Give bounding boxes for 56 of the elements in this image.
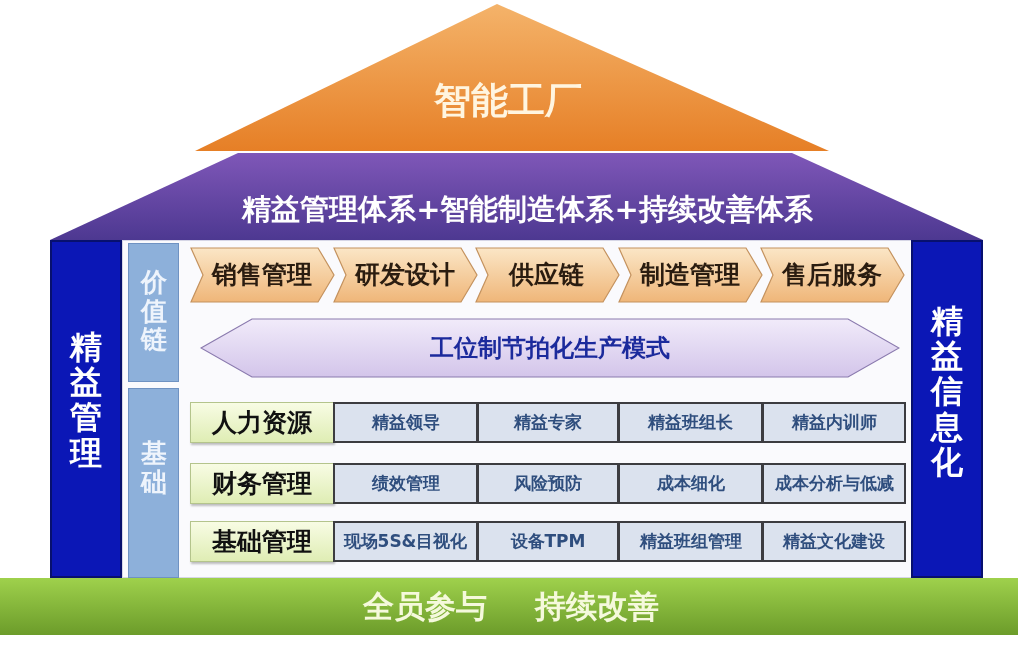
- row-header-label: 财务管理: [212, 468, 312, 499]
- table-cell: [618, 463, 763, 504]
- step-label: 供应链: [509, 260, 584, 290]
- table-cell: [762, 521, 906, 562]
- cell-label: 现场5S&目视化: [343, 531, 468, 552]
- category-label: 基础: [140, 439, 167, 497]
- cell-label: 成本细化: [656, 473, 725, 494]
- step-label: 售后服务: [781, 260, 882, 290]
- row-header: [190, 402, 334, 443]
- step-label: 研发设计: [354, 260, 455, 290]
- step-label: 销售管理: [211, 260, 312, 290]
- double-arrow-band: [200, 318, 900, 378]
- table-cell: [333, 463, 478, 504]
- cell-label: 精益领导: [371, 412, 440, 433]
- cell-label: 精益文化建设: [783, 531, 885, 552]
- base-band: [0, 578, 1018, 635]
- row-header: [190, 521, 334, 562]
- table-cell: [477, 402, 619, 443]
- category-column: [128, 388, 179, 578]
- table-cell: [618, 402, 763, 443]
- table-cell: [762, 402, 906, 443]
- pillar: [911, 240, 983, 578]
- banner-title: 精益管理体系+智能制造体系+持续改善体系: [242, 192, 813, 227]
- cell-label: 精益班组管理: [639, 531, 742, 552]
- row-header-label: 人力资源: [212, 407, 312, 438]
- pillar-label: 精益信息化: [931, 304, 963, 480]
- base-label: 持续改善: [535, 587, 659, 626]
- process-step: [618, 247, 763, 303]
- pillar: [50, 240, 122, 578]
- table-cell: [618, 521, 763, 562]
- process-step: [333, 247, 478, 303]
- base-label: 全员参与: [363, 587, 487, 626]
- table-cell: [333, 402, 478, 443]
- table-cell: [477, 463, 619, 504]
- band-label: 工位制节拍化生产模式: [430, 333, 670, 363]
- row-header: [190, 463, 334, 504]
- table-cell: [333, 521, 478, 562]
- table-cell: [477, 521, 619, 562]
- roof-title: 智能工厂: [434, 78, 582, 123]
- roof-triangle: [195, 4, 829, 151]
- category-column: [128, 243, 179, 382]
- row-header-label: 基础管理: [212, 526, 312, 557]
- cell-label: 风险预防: [514, 473, 582, 494]
- table-cell: [762, 463, 906, 504]
- cell-label: 精益内训师: [791, 412, 877, 433]
- step-label: 制造管理: [639, 260, 740, 290]
- category-label: 价值链: [140, 268, 167, 354]
- cell-label: 成本分析与低减: [774, 473, 894, 494]
- process-step: [760, 247, 905, 303]
- process-step: [475, 247, 620, 303]
- process-step: [190, 247, 335, 303]
- cell-label: 设备TPM: [510, 531, 586, 552]
- pillar-label: 精益管理: [70, 330, 102, 471]
- cell-label: 精益专家: [514, 412, 582, 433]
- cell-label: 精益班组长: [648, 412, 733, 433]
- cell-label: 绩效管理: [371, 473, 440, 494]
